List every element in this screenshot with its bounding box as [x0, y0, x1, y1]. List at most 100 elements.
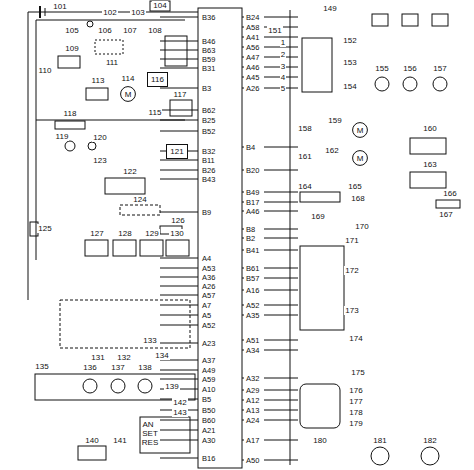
battery-symbol [45, 8, 46, 16]
callout-number: 170 [354, 222, 369, 231]
pin-label: A23 [201, 339, 216, 348]
pin-label: A50 [245, 456, 260, 465]
callout-number: 110 [38, 66, 53, 75]
node-label: 116 [151, 75, 164, 84]
pin-wire [264, 250, 298, 251]
wire [36, 20, 185, 21]
pin-label: B4 [245, 143, 256, 152]
pin-wire [264, 17, 298, 18]
callout-number: 182 [422, 436, 437, 445]
callout-number: 124 [132, 195, 147, 204]
pin-label: B25 [201, 116, 216, 125]
pin-wire [160, 440, 198, 441]
callout-number: 158 [297, 124, 312, 133]
callout-number: 105 [64, 26, 79, 35]
pin-label: B9 [201, 208, 212, 217]
pin-label: A46 [245, 207, 260, 216]
node-label: 121 [170, 147, 183, 156]
callout-number: 173 [344, 306, 359, 315]
pin-label: A4 [201, 254, 212, 263]
switch-symbol [95, 40, 123, 54]
relay-symbol [86, 88, 108, 100]
battery-symbol [39, 6, 41, 18]
resistor-pack [302, 38, 332, 92]
connector-symbol [85, 240, 108, 256]
switch-symbol [402, 14, 418, 26]
lamp-symbol [433, 77, 447, 91]
pin-wire [160, 458, 198, 459]
relay-symbol [170, 100, 192, 116]
pin-wire [160, 50, 198, 51]
pin-label: B49 [245, 188, 260, 197]
pin-label: A51 [245, 336, 260, 345]
pin-label: A29 [245, 386, 260, 395]
pin-wire [264, 290, 298, 291]
pin-label: A13 [245, 406, 260, 415]
pin-label: A47 [245, 53, 260, 62]
module-symbol [120, 205, 160, 215]
callout-number: 109 [64, 44, 79, 53]
callout-number: 4 [280, 73, 286, 82]
callout-number: 114 [121, 74, 136, 83]
callout-number: 180 [312, 436, 327, 445]
callout-number: 129 [144, 229, 159, 238]
callout-number: 152 [342, 36, 357, 45]
callout-number: 127 [89, 229, 104, 238]
pin-wire [160, 268, 198, 269]
relay-symbol [300, 192, 340, 202]
pin-label: A21 [201, 426, 216, 435]
gauge-symbol [83, 379, 97, 393]
callout-number: 153 [342, 58, 357, 67]
pin-label: B2 [245, 234, 256, 243]
pin-wire [264, 278, 298, 279]
pin-label: B62 [201, 106, 216, 115]
pin-label: A12 [245, 396, 260, 405]
pin-wire [160, 360, 198, 361]
pin-label: B16 [201, 454, 216, 463]
callout-number: 179 [348, 419, 363, 428]
callout-number: 103 [130, 8, 145, 17]
pin-wire [264, 47, 298, 48]
resistor-symbol [55, 121, 85, 129]
callout-number: 113 [91, 76, 106, 85]
callout-number: 115 [148, 108, 163, 117]
pin-wire [264, 390, 298, 391]
pin-wire [160, 170, 198, 171]
pin-wire [160, 179, 198, 180]
ecu-housing [198, 8, 242, 468]
callout-number: 157 [432, 64, 447, 73]
pin-wire [264, 340, 298, 341]
pin-wire [160, 59, 198, 60]
sensor-symbol [371, 447, 389, 465]
pin-label: A52 [201, 321, 216, 330]
pin-wire [160, 420, 198, 421]
relay-symbol [410, 172, 446, 188]
pin-label: B41 [245, 246, 260, 255]
pin-wire [160, 325, 198, 326]
motor-symbol: M [352, 122, 368, 138]
callout-number: AN [141, 420, 154, 429]
sensor-symbol [421, 447, 439, 465]
callout-number: SET [141, 429, 159, 438]
callout-number: 149 [322, 4, 337, 13]
sensor-group [300, 246, 344, 330]
callout-number: 181 [372, 436, 387, 445]
pin-wire [264, 305, 298, 306]
sensor-symbol [88, 142, 96, 150]
pin-label: A26 [201, 282, 216, 291]
pin-label: A57 [201, 291, 216, 300]
callout-number: 136 [82, 363, 97, 372]
callout-number: 126 [170, 216, 185, 225]
pin-label: B63 [201, 46, 216, 55]
callout-number: 139 [164, 382, 179, 391]
callout-number: 128 [117, 229, 132, 238]
callout-number: 133 [142, 336, 157, 345]
pin-label: B46 [201, 37, 216, 46]
pin-label: B43 [201, 175, 216, 184]
connector-symbol [113, 240, 136, 256]
module-symbol [105, 178, 145, 194]
node-label: M [357, 126, 364, 135]
connector-symbol [166, 240, 189, 256]
pin-wire [160, 68, 198, 69]
